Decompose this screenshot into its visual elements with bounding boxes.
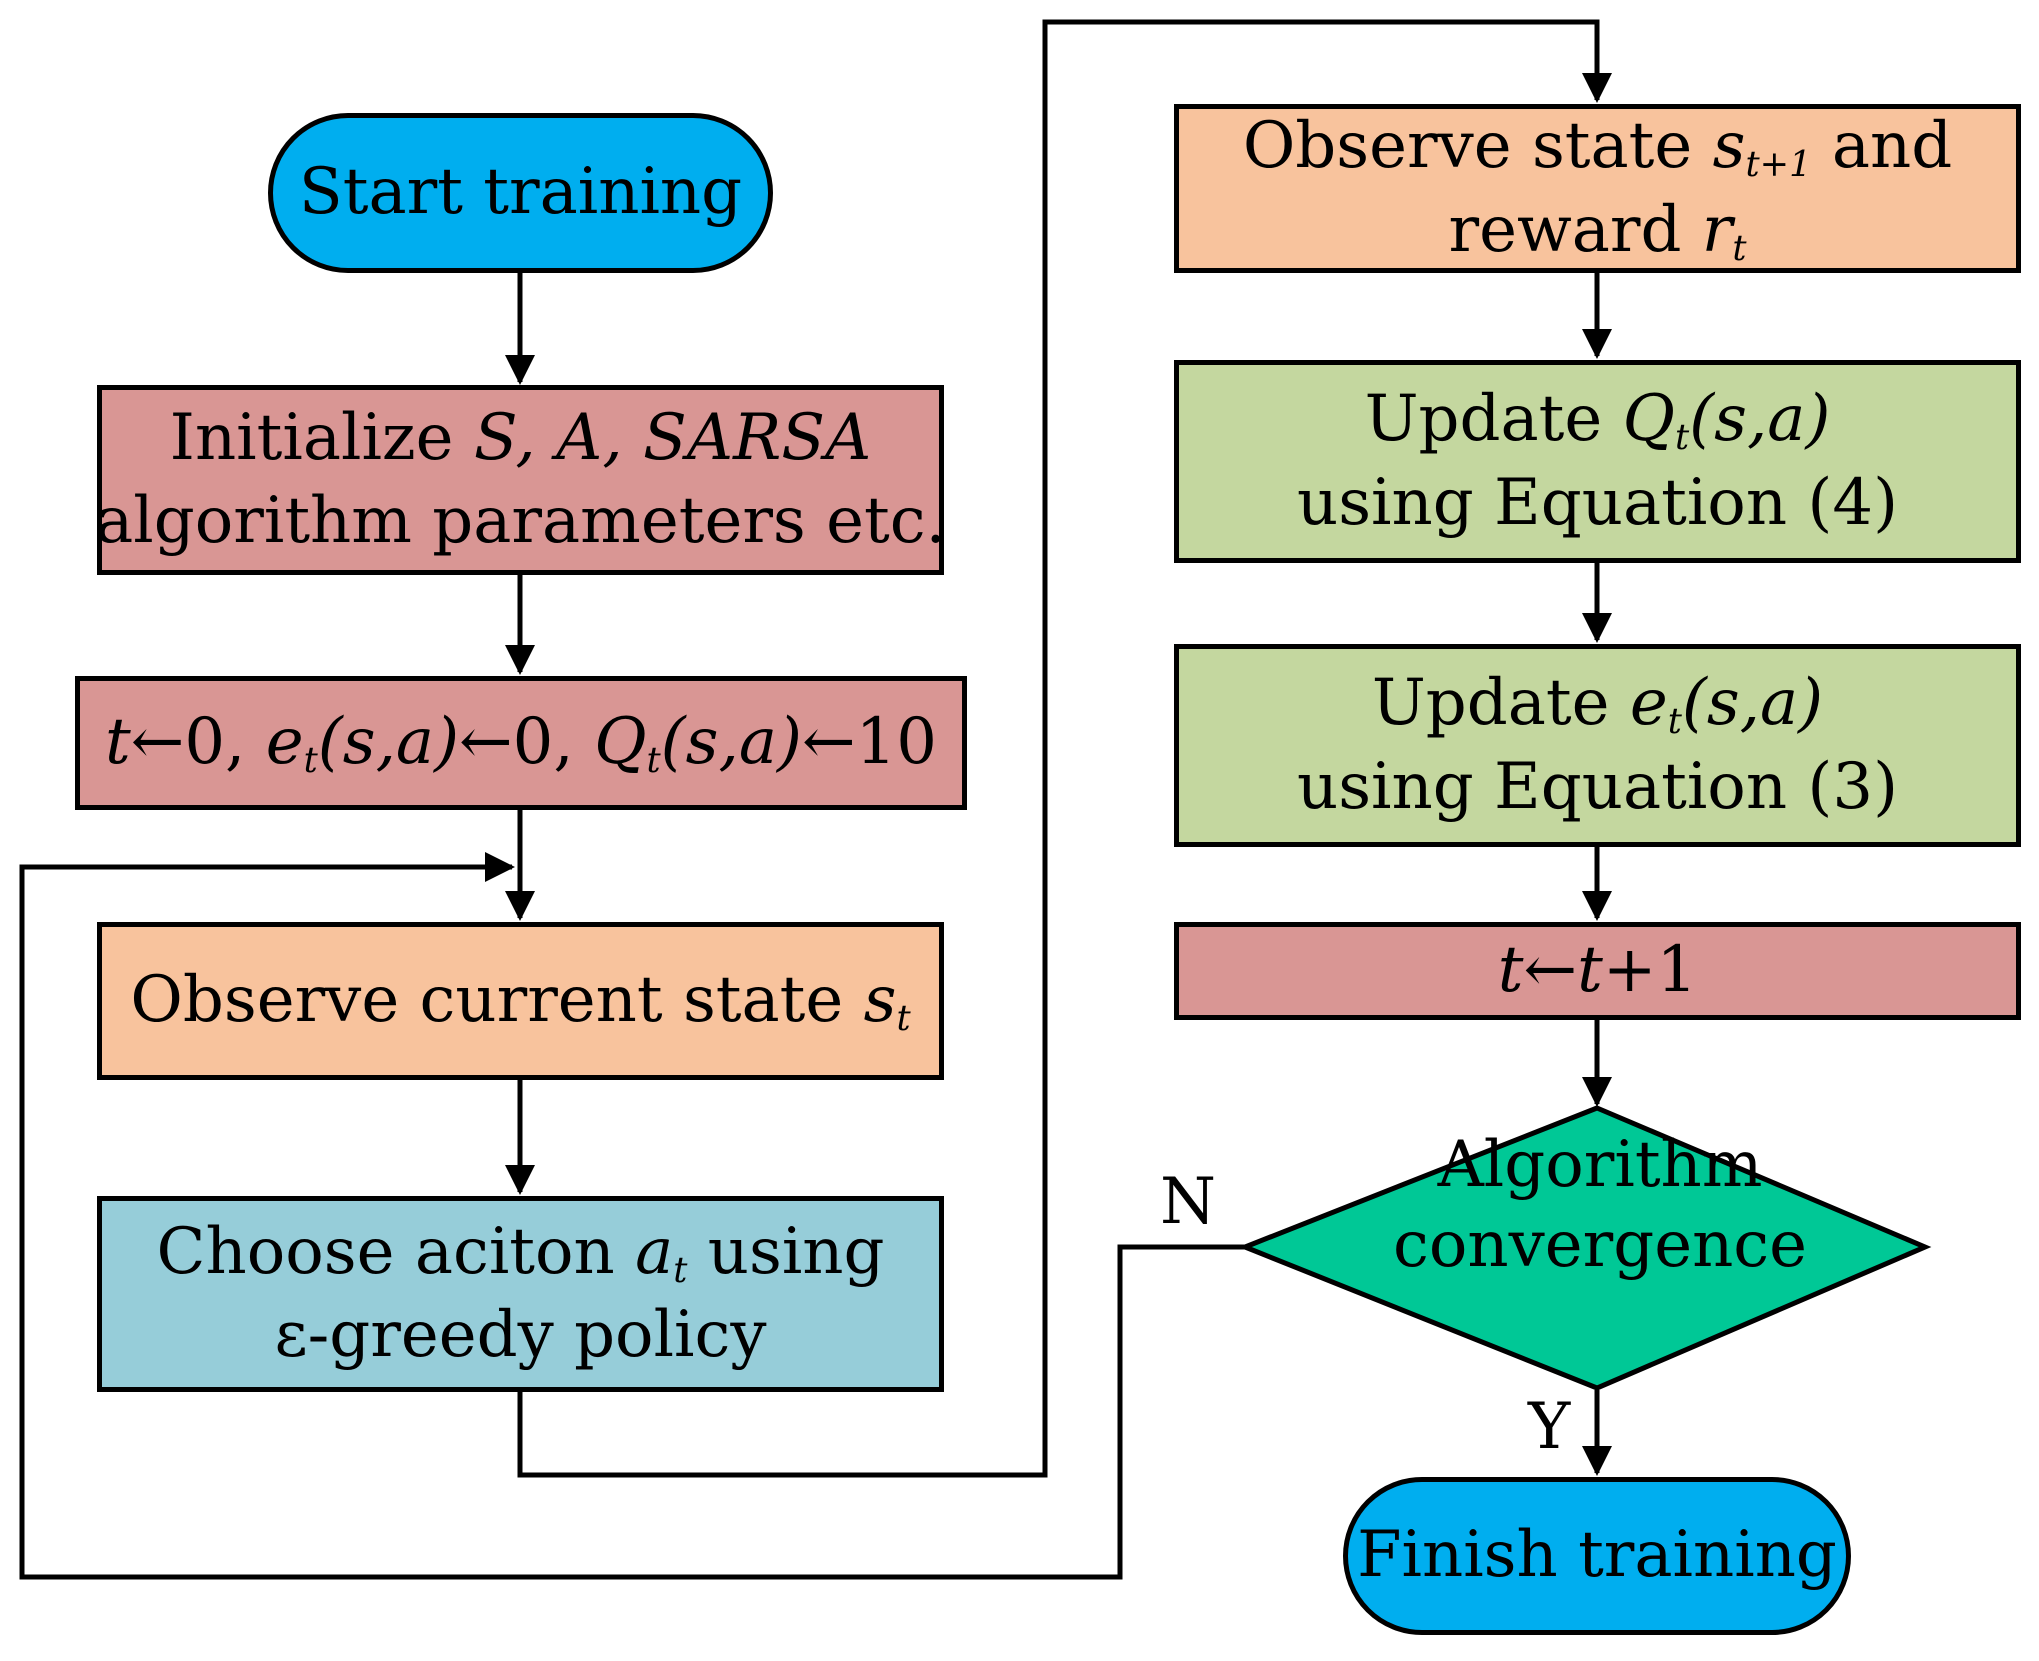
update-q-pre: Update [1364, 382, 1623, 457]
decision-line-2: convergence [1393, 1208, 1807, 1282]
var-q-update: Q [1622, 382, 1675, 457]
observe-current-state-node: Observe current state st [97, 922, 944, 1080]
start-training-label: Start training [298, 155, 743, 230]
observe-next-line-1: Observe state st+1 and [1243, 105, 1952, 188]
var-t-inc-2: t [1577, 933, 1603, 1008]
var-s-next: s [1712, 109, 1746, 184]
assign-zero-2: 0, [512, 705, 595, 780]
sub-t-4: t [673, 1249, 688, 1291]
finish-training-label: Finish training [1357, 1518, 1837, 1593]
update-q-node: Update Qt(s,a) using Equation (4) [1174, 360, 2021, 563]
decision-line-1: Algorithm [1437, 1128, 1763, 1202]
assign-arrow-2: ← [459, 705, 513, 780]
initialize-line-1: Initialize S, A, SARSA [170, 397, 872, 480]
args-sa-2: (s,a) [660, 705, 802, 780]
var-a: a [635, 1214, 674, 1289]
update-e-line-1: Update et(s,a) [1372, 662, 1823, 745]
increment-arrow: ← [1523, 933, 1578, 1008]
initialize-pre: Initialize [169, 400, 474, 475]
args-sa-3: (s,a) [1689, 382, 1831, 457]
choose-line-2: ε-greedy policy [274, 1298, 767, 1372]
decision-diamond [1238, 1105, 1932, 1391]
increment-node: t←t+1 [1174, 922, 2021, 1020]
sub-t-3: t [896, 998, 911, 1040]
var-t-inc: t [1497, 933, 1524, 1008]
start-training-node: Start training [268, 113, 773, 273]
sub-t-plus-1: t+1 [1745, 144, 1812, 186]
initialize-vars: S, A, SARSA [473, 400, 872, 475]
initialize-node: Initialize S, A, SARSA algorithm paramet… [95, 385, 946, 575]
update-e-pre: Update [1371, 666, 1630, 741]
observe-current-text: Observe current state [130, 963, 864, 1038]
assign-arrow-1: ← [130, 705, 185, 780]
update-q-line-1: Update Qt(s,a) [1365, 378, 1831, 461]
choose-pre: Choose aciton [156, 1214, 636, 1289]
finish-training-node: Finish training [1343, 1477, 1851, 1635]
decision-label: Algorithm convergence [1250, 1120, 1950, 1290]
observe-next-text: Observe state [1242, 109, 1713, 184]
assign-ten: 10 [855, 705, 938, 780]
assign-arrow-3: ← [801, 705, 856, 780]
args-sa-4: (s,a) [1681, 666, 1824, 741]
edge-decision-no-loop [19, 852, 1245, 1580]
observe-next-line-2: reward rt [1448, 189, 1746, 272]
sub-t-2: t [646, 740, 661, 782]
increment-line: t←t+1 [1498, 929, 1697, 1012]
choose-action-node: Choose aciton at using ε-greedy policy [97, 1196, 944, 1392]
edge-label-yes: Y [1528, 1390, 1571, 1464]
assignment-node: t←0, et(s,a)←0, Qt(s,a)←10 [75, 676, 967, 810]
var-q: Q [594, 705, 647, 780]
observe-next-state-node: Observe state st+1 and reward rt [1174, 104, 2021, 273]
update-e-line-2: using Equation (3) [1296, 749, 1899, 824]
var-t: t [104, 705, 131, 780]
var-s: s [863, 963, 897, 1038]
edge-label-no: N [1160, 1165, 1216, 1239]
sub-t-1: t [303, 740, 318, 782]
args-sa-1: (s,a) [317, 705, 460, 780]
choose-post: using [687, 1214, 885, 1289]
sub-t-5: t [1732, 227, 1747, 269]
update-e-node: Update et(s,a) using Equation (3) [1174, 644, 2021, 847]
sub-t-7: t [1667, 701, 1682, 743]
assign-zero-1: 0, [184, 705, 266, 780]
choose-line-1: Choose aciton at using [157, 1211, 885, 1294]
initialize-line-2: algorithm parameters etc. [95, 484, 946, 558]
edge-choose-to-observe-next [517, 19, 1612, 1478]
var-e-update: e [1629, 666, 1668, 741]
var-r: r [1701, 192, 1733, 267]
assignment-line: t←0, et(s,a)←0, Qt(s,a)←10 [105, 701, 937, 784]
var-e: e [265, 705, 304, 780]
increment-plus: +1 [1602, 933, 1698, 1008]
observe-next-post: and [1811, 109, 1953, 184]
observe-current-line: Observe current state st [130, 959, 910, 1042]
update-q-line-2: using Equation (4) [1296, 465, 1899, 540]
reward-text: reward [1448, 192, 1702, 267]
sub-t-6: t [1675, 417, 1690, 459]
